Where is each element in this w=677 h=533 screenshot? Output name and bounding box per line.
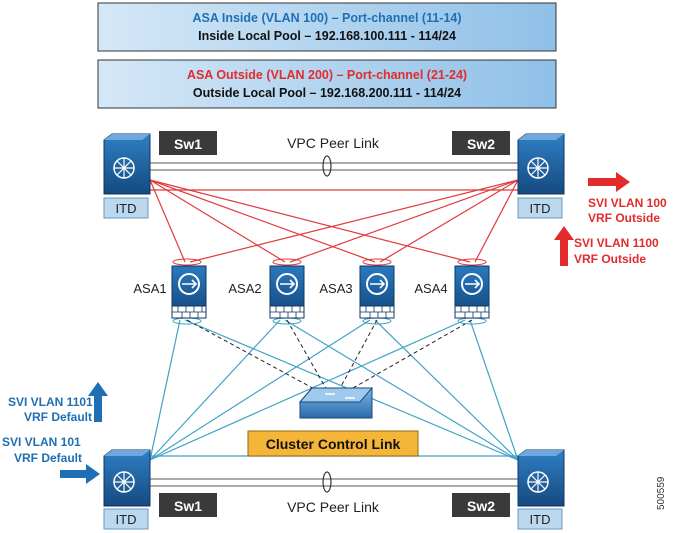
peer-link-bottom-label: VPC Peer Link [287, 499, 380, 515]
inside-info-box: ASA Inside (VLAN 100) – Port-channel (11… [97, 2, 557, 52]
outside-info-box: ASA Outside (VLAN 200) – Port-channel (2… [97, 59, 557, 109]
asa2-firewall [269, 265, 305, 319]
svg-text:Sw1: Sw1 [174, 136, 202, 152]
peer-link-bottom-bundle-icon [322, 471, 332, 493]
switch-bottom-left: ITD [103, 449, 151, 530]
ccl-label: Cluster Control Link [266, 436, 401, 452]
peer-link-top-label: VPC Peer Link [287, 135, 380, 151]
switch-top-left: ITD [103, 133, 151, 219]
itd-label-bottom-left: ITD [116, 512, 137, 527]
sw2-badge-top: Sw2 [452, 131, 510, 155]
asa1-firewall [171, 265, 207, 319]
peer-link-top-bundle-icon [322, 155, 332, 177]
ccl-switch [298, 387, 374, 419]
asa3-firewall [359, 265, 395, 319]
arrow-right-icon-blue [60, 464, 100, 484]
svi-vrf-default-label-1: VRF Default [24, 410, 92, 424]
asa3-label: ASA3 [319, 281, 352, 296]
outside-box-subtitle: Outside Local Pool – 192.168.200.111 - 1… [193, 86, 461, 100]
outside-box-title: ASA Outside (VLAN 200) – Port-channel (2… [187, 68, 467, 82]
arrow-right-icon [588, 172, 630, 192]
svg-text:Sw1: Sw1 [174, 498, 202, 514]
ccl-dashed-links [186, 319, 473, 393]
svg-text:Sw2: Sw2 [467, 498, 495, 514]
firewall-icon [280, 279, 296, 289]
svi-vlan-1101-label: SVI VLAN 1101 [8, 395, 93, 409]
switch-arrows-icon [325, 393, 355, 399]
figure-id: 500559 [656, 476, 667, 510]
switch-top-right: ITD [517, 133, 565, 219]
asa4-firewall [454, 265, 490, 319]
sw1-badge-bottom: Sw1 [159, 493, 217, 517]
firewall-icon [465, 279, 481, 289]
sw1-badge-top: Sw1 [159, 131, 217, 155]
sw2-badge-bottom: Sw2 [452, 493, 510, 517]
svi-vrf-default-label-2: VRF Default [14, 451, 82, 465]
itd-label-top-left: ITD [116, 201, 137, 216]
asa2-label: ASA2 [228, 281, 261, 296]
switch-bottom-right: ITD [517, 449, 565, 530]
firewall-icon [182, 279, 198, 289]
svi-vlan-1100-label: SVI VLAN 1100 [574, 236, 659, 250]
svi-vrf-outside-label-1: VRF Outside [588, 211, 660, 225]
asa4-label: ASA4 [414, 281, 447, 296]
firewall-icon [370, 279, 386, 289]
svi-vrf-outside-label-2: VRF Outside [574, 252, 646, 266]
peer-link-top-lines [150, 162, 518, 171]
inside-box-subtitle: Inside Local Pool – 192.168.100.111 - 11… [198, 29, 456, 43]
itd-label-bottom-right: ITD [530, 512, 551, 527]
arrow-up-icon-blue [88, 382, 108, 422]
inside-box-title: ASA Inside (VLAN 100) – Port-channel (11… [192, 11, 461, 25]
ccl-label-box: Cluster Control Link [247, 430, 419, 457]
svi-vlan-101-label: SVI VLAN 101 [2, 435, 81, 449]
itd-label-top-right: ITD [530, 201, 551, 216]
arrow-up-icon [554, 226, 574, 266]
svi-vlan-100-label: SVI VLAN 100 [588, 196, 667, 210]
peer-link-bottom-lines [150, 478, 518, 487]
asa1-label: ASA1 [133, 281, 166, 296]
svg-text:Sw2: Sw2 [467, 136, 495, 152]
outside-links [149, 179, 519, 263]
